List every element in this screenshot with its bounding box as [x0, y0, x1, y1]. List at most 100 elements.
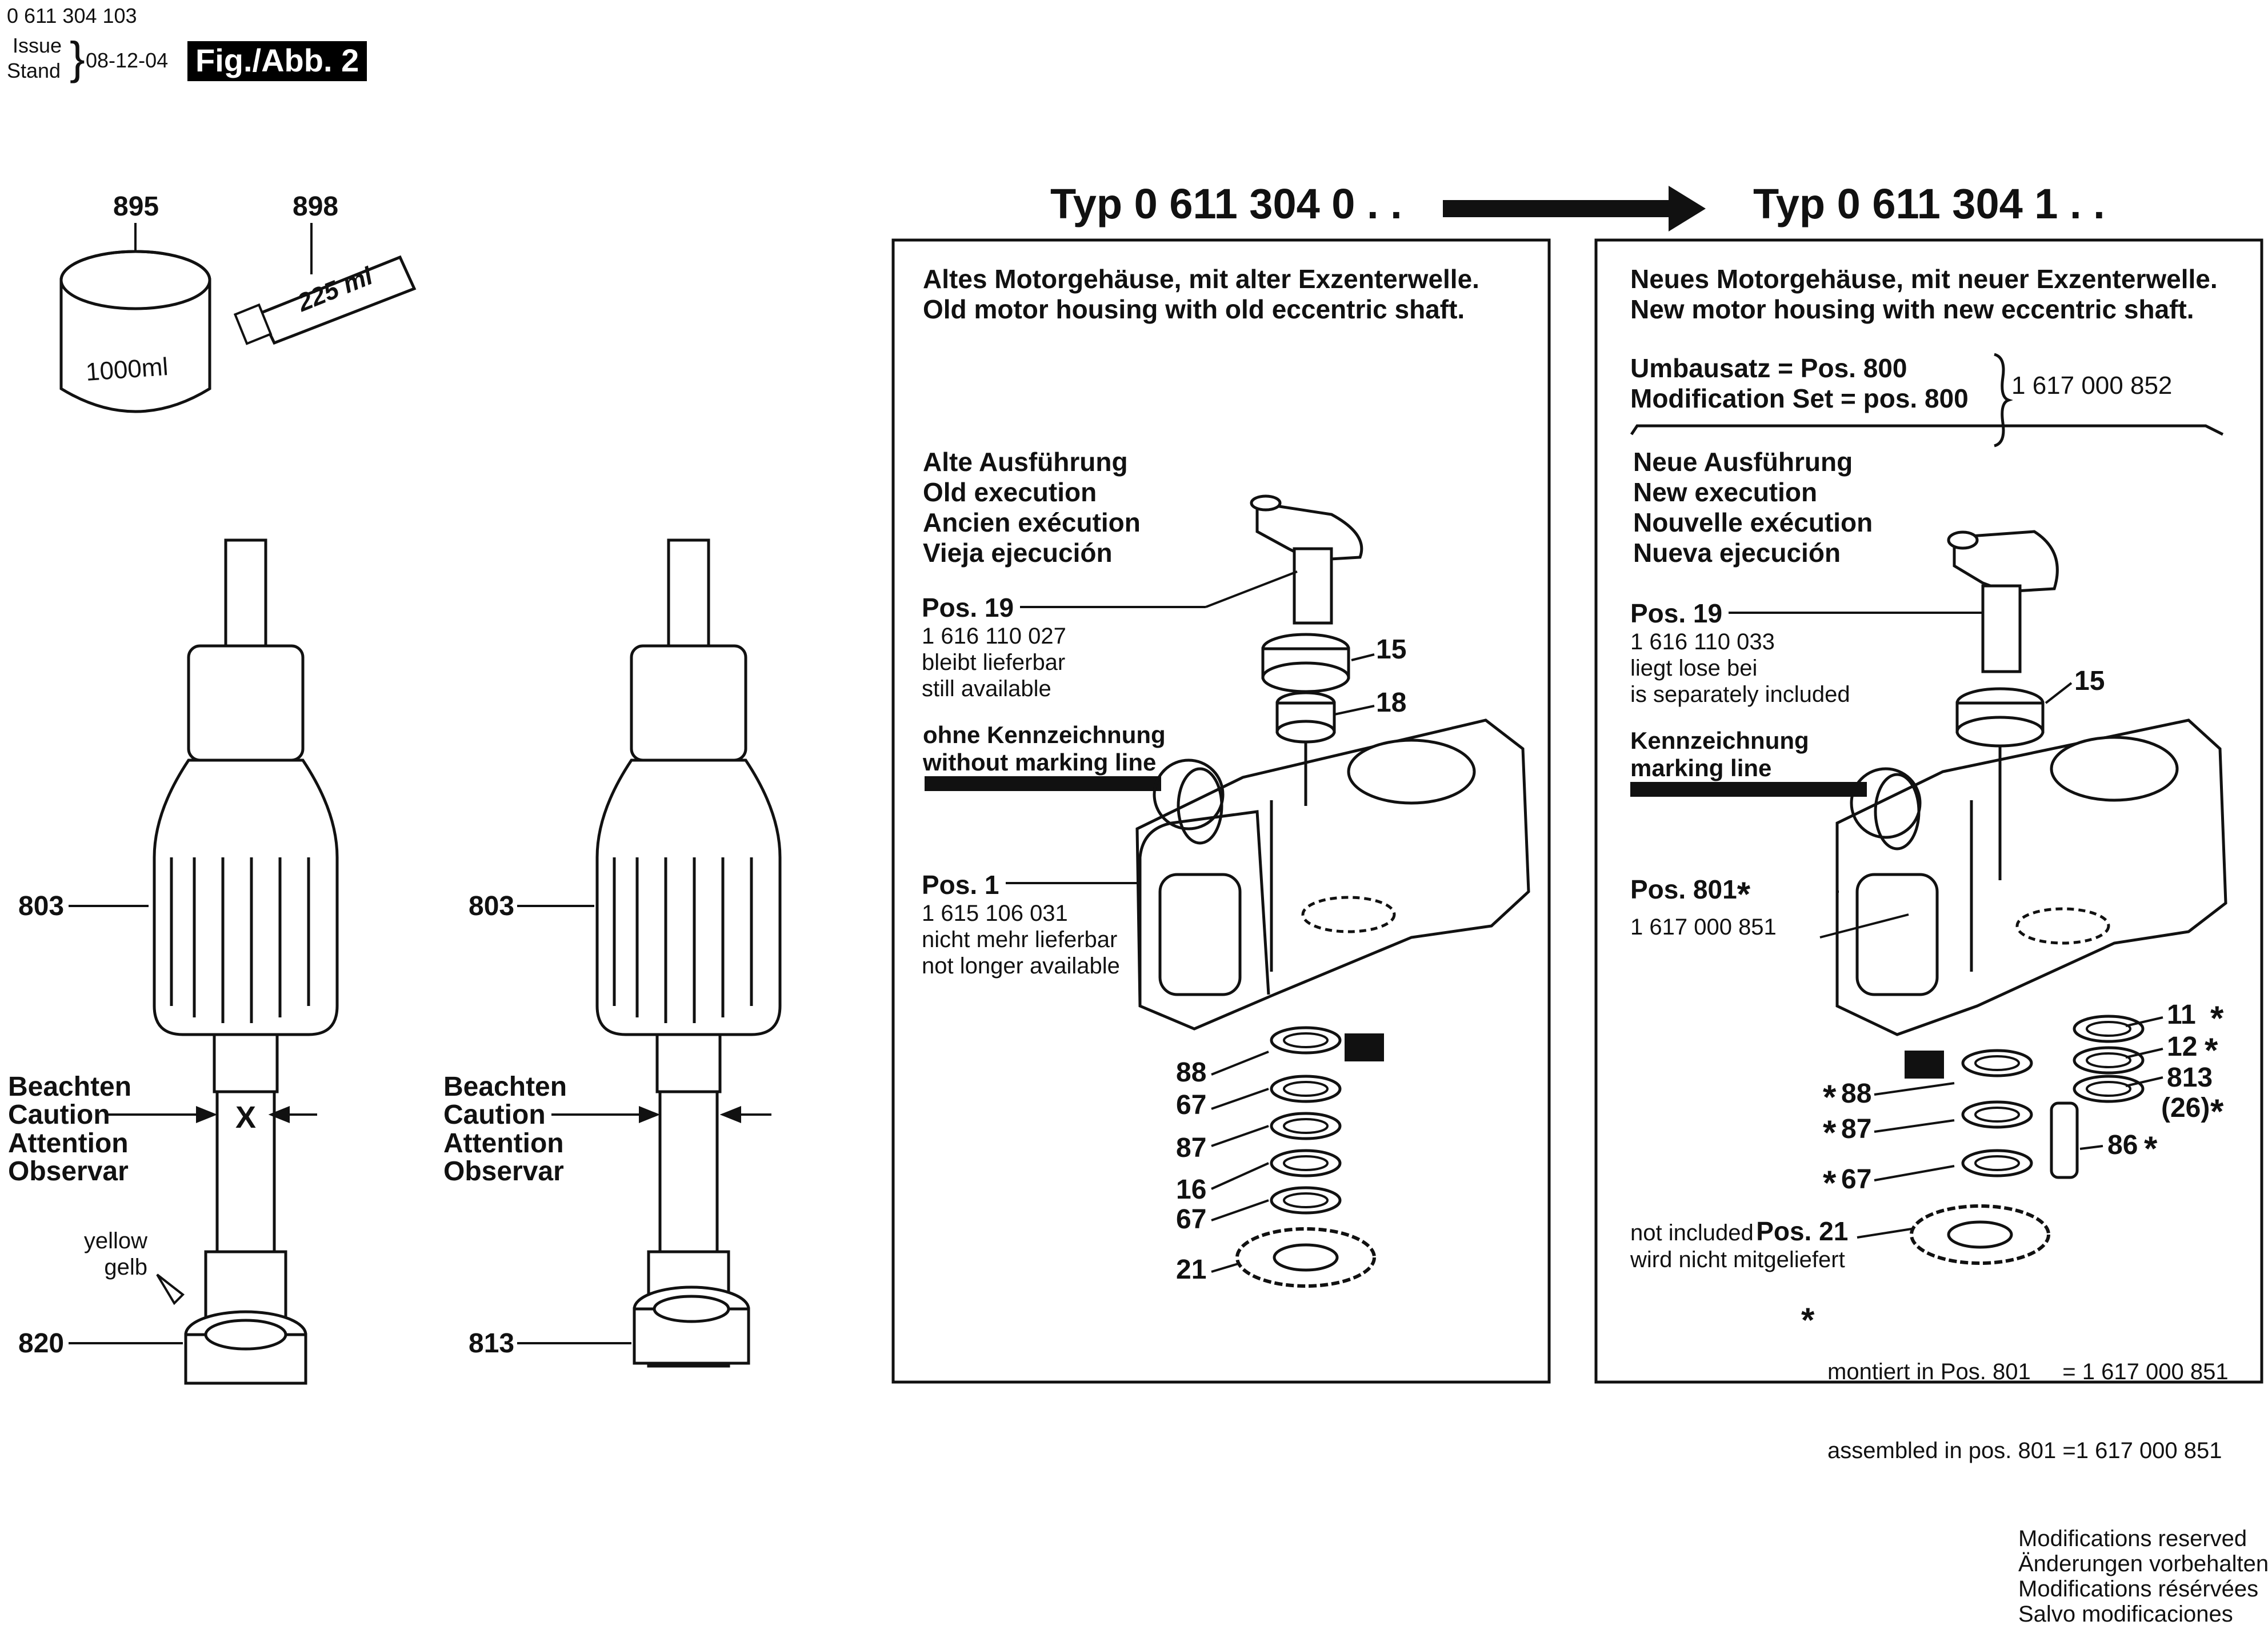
old-pos1-note-de: nicht mehr lieferbar — [922, 927, 1118, 952]
new-pos21: not included Pos. 21 wird nicht mitgelie… — [1630, 1216, 1848, 1273]
callout-895: 895 — [113, 191, 159, 222]
old-marking-de: ohne Kennzeichnung — [923, 721, 1166, 748]
old-pos1-label: Pos. 1 — [922, 870, 999, 900]
caution-left-fr: Attention — [8, 1128, 129, 1159]
new-marking-de: Kennzeichnung — [1630, 727, 1809, 754]
new-callout-15: 15 — [2074, 666, 2105, 696]
new-execution-de: Neue Ausführung — [1633, 447, 1853, 477]
old-leaders — [925, 570, 1384, 1273]
new-housing-drawing — [1835, 530, 2227, 1036]
callout-803-left: 803 — [18, 891, 65, 921]
armature-left-leaders — [69, 905, 317, 1344]
old-callout-15: 15 — [1376, 634, 1407, 665]
mark-x: X — [235, 1100, 257, 1135]
armature-right-drawing — [595, 538, 782, 1368]
old-pos1-note-en: not longer available — [922, 953, 1120, 979]
star-86: * — [2144, 1129, 2158, 1168]
callout-820: 820 — [18, 1328, 65, 1359]
modset-number: 1 617 000 852 — [2011, 372, 2173, 400]
old-callout-21: 21 — [1176, 1255, 1207, 1285]
brace-glyph: } — [70, 33, 85, 83]
new-execution-fr: Nouvelle exécution — [1633, 507, 1873, 537]
modset-line-en: Modification Set = pos. 800 — [1630, 383, 1969, 413]
armature-left-drawing — [153, 538, 339, 1385]
new-pos21-label: Pos. 21 — [1756, 1216, 1849, 1246]
new-callout-67: 67 — [1841, 1164, 1872, 1195]
footer-en: Modifications reserved — [2018, 1526, 2247, 1551]
star-12: * — [2205, 1031, 2218, 1069]
new-pos801-label: Pos. 801 — [1630, 875, 1737, 904]
old-type-frame — [891, 238, 1551, 1384]
caution-right-de: Beachten — [443, 1072, 567, 1102]
doc-number: 0 611 304 103 — [7, 4, 137, 27]
callout-898: 898 — [293, 191, 339, 222]
star-88: * — [1823, 1078, 1837, 1116]
new-box-heading-en: New motor housing with new eccentric sha… — [1630, 294, 2194, 324]
star-26: * — [2210, 1092, 2224, 1131]
old-pos19-number: 1 616 110 027 — [922, 623, 1066, 649]
new-pos21-prefix: not included — [1630, 1220, 1754, 1245]
new-marking-en: marking line — [1630, 754, 1772, 782]
caution-left-de: Beachten — [8, 1072, 132, 1102]
new-box-heading: Neues Motorgehäuse, mit neuer Exzenterwe… — [1630, 264, 2218, 325]
issue-date: 08-12-04 — [86, 49, 169, 72]
grease-tube-drawing — [233, 223, 417, 345]
new-pos21-note-de: wird nicht mitgeliefert — [1630, 1247, 1845, 1272]
caution-right: Beachten Caution Attention Observar — [443, 1073, 567, 1186]
new-callout-26: (26) — [2161, 1093, 2210, 1123]
grease-can-text: 1000ml — [85, 353, 169, 386]
new-callout-813: 813 — [2167, 1063, 2213, 1093]
new-callout-88: 88 — [1841, 1079, 1872, 1109]
caution-left-en: Caution — [8, 1100, 110, 1131]
new-pos801: Pos. 801* 1 617 000 851 — [1630, 875, 1777, 940]
new-callout-11: 11 — [2167, 1000, 2196, 1030]
new-leaders — [1630, 353, 2224, 1239]
issue-label: Issue — [13, 34, 62, 57]
new-pos19: Pos. 19 1 616 110 033 liegt lose bei is … — [1630, 598, 1850, 708]
old-pos1: Pos. 1 1 615 106 031 nicht mehr lieferba… — [922, 870, 1120, 979]
grease-can-drawing — [59, 223, 211, 413]
new-callout-12: 12 — [2167, 1032, 2198, 1062]
new-pos19-label: Pos. 19 — [1630, 598, 1723, 628]
footer-de: Änderungen vorbehalten — [2018, 1551, 2268, 1576]
caution-left: Beachten Caution Attention Observar — [8, 1073, 131, 1186]
callout-813-left: 813 — [469, 1328, 515, 1359]
old-pos1-number: 1 615 106 031 — [922, 900, 1068, 926]
callout-803-right: 803 — [469, 891, 515, 921]
new-pos801-star: * — [1737, 875, 1751, 913]
old-pos19-label: Pos. 19 — [922, 593, 1014, 622]
color-note: yellow gelb — [79, 1228, 147, 1280]
old-callout-67b: 67 — [1176, 1204, 1207, 1235]
old-box-heading-de: Altes Motorgehäuse, mit alter Exzenterwe… — [923, 264, 1479, 294]
old-box-heading-en: Old motor housing with old eccentric sha… — [923, 294, 1465, 324]
old-callout-87: 87 — [1176, 1133, 1207, 1163]
armature-right-leaders — [517, 905, 771, 1344]
new-execution-en: New execution — [1633, 477, 1818, 507]
caution-right-en: Caution — [443, 1100, 546, 1131]
old-box-heading: Altes Motorgehäuse, mit alter Exzenterwe… — [923, 264, 1479, 325]
caution-right-es: Observar — [443, 1156, 564, 1187]
new-marking: Kennzeichnung marking line — [1630, 727, 1809, 782]
transition-arrow — [1443, 186, 1706, 231]
old-marking: ohne Kennzeichnung without marking line — [923, 721, 1166, 777]
old-pos19: Pos. 19 1 616 110 027 bleibt lieferbar s… — [922, 593, 1066, 702]
footer-fr: Modifications résérvées — [2018, 1576, 2259, 1602]
star-67: * — [1823, 1164, 1837, 1202]
new-execution: Neue Ausführung New execution Nouvelle e… — [1633, 447, 1873, 568]
new-pos19-number: 1 616 110 033 — [1630, 629, 1775, 654]
old-callout-67a: 67 — [1176, 1090, 1207, 1120]
old-execution: Alte Ausführung Old execution Ancien exé… — [923, 447, 1141, 568]
new-pos19-note-de: liegt lose bei — [1630, 655, 1758, 681]
caution-left-es: Observar — [8, 1156, 129, 1187]
new-callout-87: 87 — [1841, 1114, 1872, 1144]
old-callout-18: 18 — [1376, 688, 1407, 718]
new-execution-es: Nueva ejecución — [1633, 537, 1841, 568]
figure-label: Fig./Abb. 2 — [187, 41, 367, 81]
old-execution-en: Old execution — [923, 477, 1097, 507]
new-stack-drawing — [1910, 1016, 2143, 1265]
stand-label: Stand — [7, 59, 61, 82]
modset-line-de: Umbausatz = Pos. 800 — [1630, 353, 1907, 383]
new-type-frame — [1594, 238, 2263, 1384]
footnote-line2: assembled in pos. 801 =1 617 000 851 — [1827, 1438, 2222, 1463]
